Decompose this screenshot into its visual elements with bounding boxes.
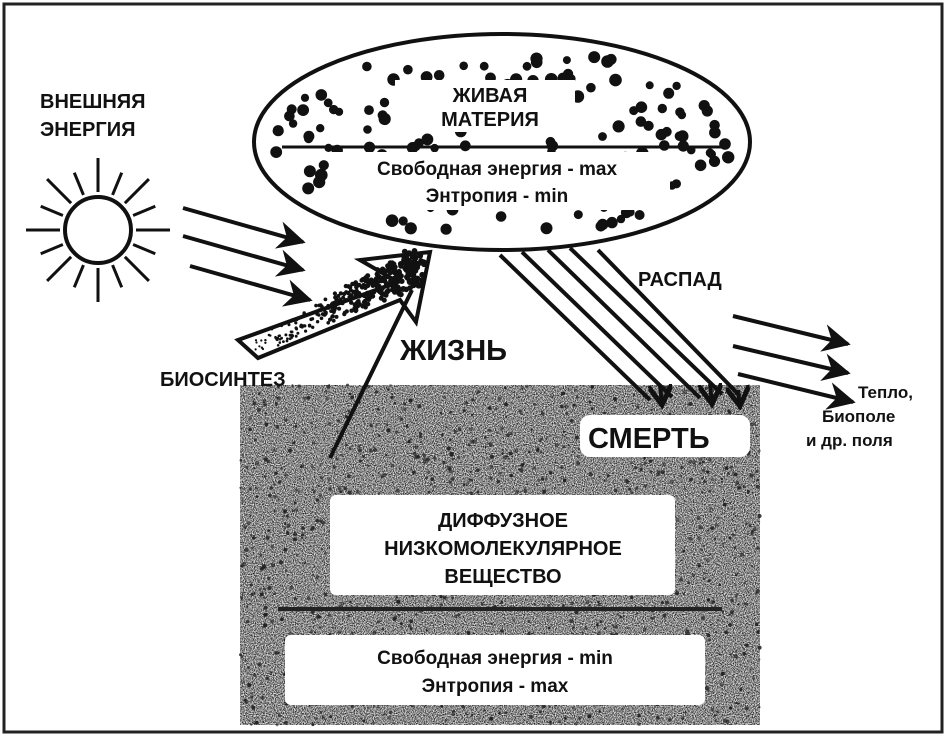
living-matter-ellipse	[254, 34, 750, 250]
diffuse-entropy: Энтропия - max	[422, 676, 569, 697]
output-arrow	[733, 316, 848, 344]
sun-ray	[125, 257, 149, 281]
sun-icon	[26, 158, 170, 302]
external-energy-label-line2: ЭНЕРГИЯ	[40, 119, 135, 141]
sun-ray	[74, 265, 83, 287]
diffuse-free-energy: Свободная энергия - min	[377, 648, 613, 669]
energy-arrow	[183, 208, 303, 242]
sun-ray	[113, 173, 122, 195]
external-energy-label-line1: ВНЕШНЯЯ	[40, 91, 146, 113]
decay-label: РАСПАД	[638, 269, 722, 291]
decay-arrow	[660, 385, 662, 405]
output-fields-line3: и др. поля	[806, 431, 893, 450]
living-matter-title-line1: ЖИВАЯ	[452, 85, 528, 107]
death-label: СМЕРТЬ	[588, 423, 710, 455]
energy-arrow	[183, 236, 303, 270]
sun-ray	[74, 173, 83, 195]
output-fields-line2: Биополе	[822, 407, 895, 426]
sun-ray	[133, 206, 155, 215]
diffuse-title-line3: ВЕЩЕСТВО	[444, 566, 561, 588]
sun-ray	[41, 245, 63, 254]
life-label: ЖИЗНЬ	[399, 335, 507, 367]
sun-ray	[47, 179, 71, 203]
living-entropy: Энтропия - min	[426, 186, 568, 207]
living-free-energy: Свободная энергия - max	[377, 159, 617, 180]
incoming-energy-arrows	[183, 208, 310, 300]
output-arrow	[733, 346, 848, 373]
sun-ray	[47, 257, 71, 281]
biosynthesis-label: БИОСИНТЕЗ	[160, 369, 286, 391]
output-fields-line1: Тепло,	[858, 383, 913, 402]
sun-ray	[113, 265, 122, 287]
sun-ray	[41, 206, 63, 215]
energy-arrow	[190, 266, 310, 300]
diffuse-title-line1: ДИФФУЗНОЕ	[438, 510, 568, 532]
sun-ray	[125, 179, 149, 203]
sun-ray	[133, 245, 155, 254]
living-matter-title-line2: МАТЕРИЯ	[441, 109, 539, 131]
diffuse-title-line2: НИЗКОМОЛЕКУЛЯРНОЕ	[384, 538, 622, 560]
decay-arrow	[738, 390, 740, 406]
decay-arrow	[710, 384, 712, 404]
